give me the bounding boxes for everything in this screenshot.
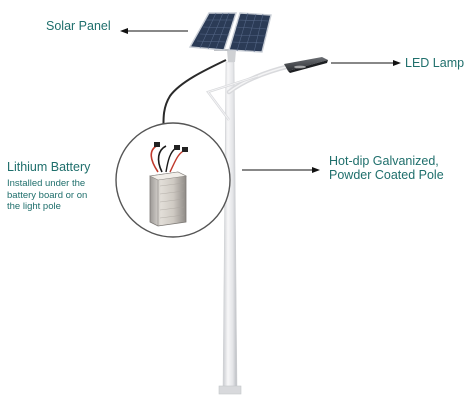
arrow-pole [242,167,320,173]
battery-description: Installed under the battery board or on … [7,178,87,213]
arrow-led-lamp [331,60,401,66]
led-lamp-head [284,57,328,73]
panel-bracket [214,49,248,62]
solar-panel-label: Solar Panel [46,19,111,33]
battery-inset [115,122,231,238]
pole-label: Hot-dip Galvanized, Powder Coated Pole [329,154,444,183]
lamp-arm [206,63,293,121]
battery-title-label: Lithium Battery [7,160,91,174]
pole-label-line1: Hot-dip Galvanized, [329,154,439,168]
solar-panel [188,12,272,53]
battery-desc-line1: Installed under the [7,178,86,189]
battery-desc-line3: the light pole [7,201,61,213]
arrow-solar-panel [120,28,188,34]
led-lamp-label: LED Lamp [405,56,465,70]
battery-desc-line2: battery board or on [7,189,88,201]
pole-label-line2: Powder Coated Pole [329,168,444,183]
